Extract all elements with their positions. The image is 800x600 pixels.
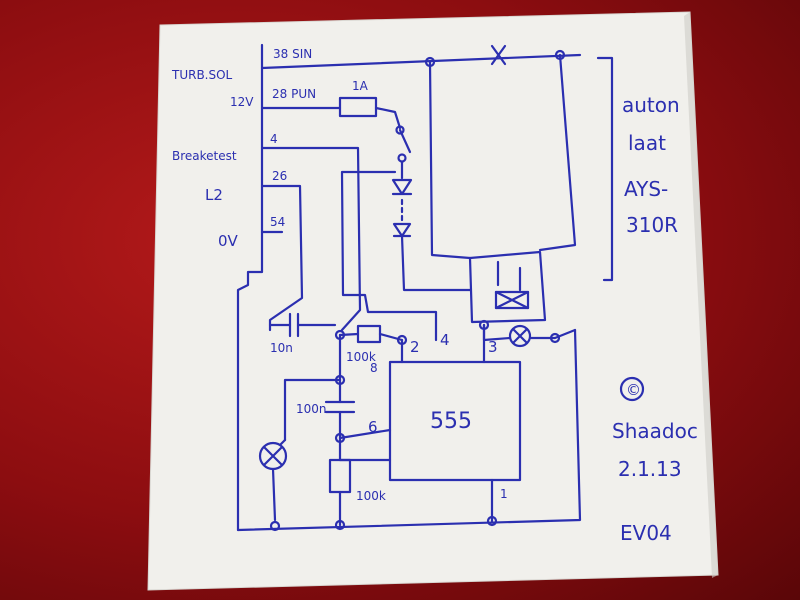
- wire-led-to-relay: [400, 234, 472, 292]
- wire-relay-contact: [496, 260, 522, 292]
- relay-note-line1: auton: [622, 93, 680, 117]
- lamp-left-cross: [262, 445, 284, 467]
- wire-38-sin: [260, 53, 582, 70]
- pin-signal-l2: L2: [205, 186, 223, 204]
- copyright-mark: ©: [626, 381, 641, 399]
- relay-note-line2: laat: [628, 131, 666, 155]
- relay-note-line4: 310R: [626, 213, 678, 237]
- copyright-circle: [619, 376, 645, 402]
- relay-coil-cross: [494, 290, 530, 310]
- pin-number-38: 38 SIN: [273, 47, 312, 61]
- cross-mark: [490, 44, 507, 66]
- cap-10n-label: 10n: [270, 341, 293, 355]
- lamp-right: [508, 324, 532, 348]
- pin-number-54: 54: [270, 215, 285, 229]
- wire-junction-left-down: [428, 60, 472, 260]
- wire-junction-right-down: [538, 53, 577, 252]
- wire-pin8: [283, 333, 342, 442]
- cap-100n-label: 100n: [296, 402, 327, 416]
- resistor-bottom-label: 100k: [356, 489, 386, 503]
- fuse-label: 1A: [352, 79, 369, 93]
- wire-l2: [260, 184, 304, 332]
- pin-signal-turb-sol: TURB.SOL: [171, 68, 233, 82]
- wire-ground: [236, 328, 582, 532]
- diode-1: [391, 178, 413, 196]
- relay-note-line3: AYS-: [624, 177, 668, 201]
- signature-author: Shaadoc: [612, 419, 698, 443]
- wire-lamp-left: [271, 438, 287, 522]
- signature-date: 2.1.13: [618, 457, 682, 481]
- pin-label-8: 8: [370, 361, 378, 375]
- switch-contact-top: [395, 125, 405, 135]
- switch-lever: [398, 128, 412, 154]
- ic-555: [388, 360, 522, 482]
- wire-breaketest: [260, 146, 362, 332]
- pin-signal-0v: 0V: [218, 232, 239, 250]
- pin-label-1: 1: [500, 487, 508, 501]
- pin-label-4: 4: [440, 331, 450, 349]
- junction-ground-2: [334, 519, 346, 531]
- signature-code: EV04: [620, 521, 672, 545]
- pin-number-28: 28 PUN: [272, 87, 316, 101]
- pin-label-3: 3: [488, 338, 498, 356]
- wire-fuse-out: [374, 106, 402, 130]
- relay-bracket: [596, 56, 614, 282]
- paper-shadow: [684, 12, 718, 578]
- wire-to-pin4: [340, 170, 438, 342]
- junction-ground-1: [269, 520, 281, 532]
- pin-label-6: 6: [368, 418, 378, 436]
- pin-number-4: 4: [270, 132, 278, 146]
- connector-outline: [236, 43, 264, 532]
- relay-coil: [494, 290, 530, 310]
- pin-signal-12v: 12V: [230, 95, 254, 109]
- lamp-right-cross: [511, 327, 529, 345]
- resistor-top-label: 100k: [346, 350, 376, 364]
- pin-label-2: 2: [410, 338, 420, 356]
- relay-frame: [468, 250, 547, 324]
- ic-label: 555: [430, 409, 472, 434]
- pin-signal-breaketest: Breaketest: [172, 149, 237, 163]
- pin-number-26: 26: [272, 169, 287, 183]
- wire-res-top: [338, 332, 404, 342]
